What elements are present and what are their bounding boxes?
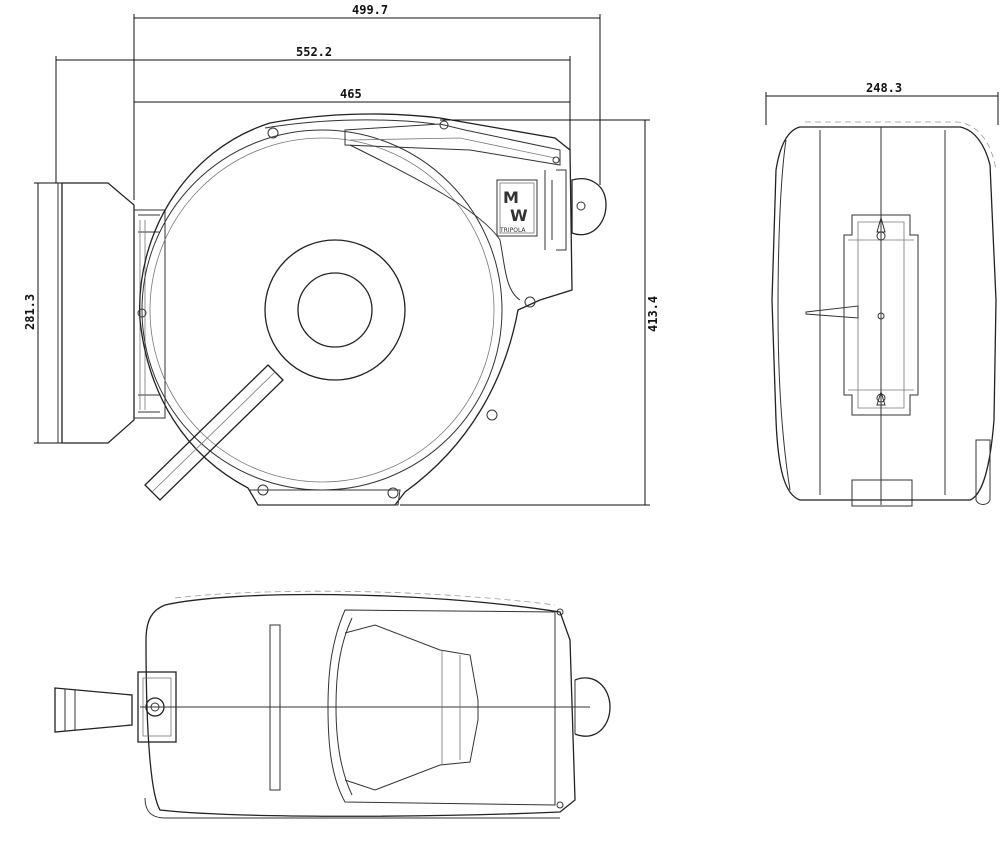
crank-handle: [144, 364, 284, 501]
dim-top-width: 499.7: [133, 3, 601, 200]
reel-hub: [264, 239, 406, 381]
logo-small-text: TRIPOLA: [499, 227, 526, 234]
dim-label-top-width: 499.7: [352, 3, 388, 17]
screw-icon: [387, 487, 399, 499]
wall-bracket: [57, 182, 166, 444]
top-hose-outlet: [574, 677, 611, 737]
top-view: [54, 590, 611, 819]
reel-housing: M W TRIPOLA: [137, 113, 607, 506]
dim-overall-width: 552.2: [55, 45, 571, 183]
dim-body-width: 465: [134, 87, 570, 103]
dim-label-overall-width: 552.2: [296, 45, 332, 59]
reel-hub-inner: [297, 272, 373, 348]
svg-text:M: M: [503, 188, 519, 207]
dim-label-body-width: 465: [340, 87, 362, 101]
screw-icon: [137, 308, 147, 318]
side-view: 248.3: [765, 81, 999, 507]
front-view: M W TRIPOLA 499.7 552.2 465 281.: [23, 3, 660, 506]
svg-text:W: W: [510, 206, 528, 225]
screw-icon: [524, 296, 536, 308]
dim-bracket-height: 281.3: [23, 182, 62, 444]
screw-icon: [486, 409, 498, 421]
screw-icon: [552, 156, 560, 164]
brand-logo: M W TRIPOLA: [496, 179, 538, 237]
dim-label-overall-height: 413.4: [646, 296, 660, 332]
dim-label-bracket-height: 281.3: [23, 294, 37, 330]
dim-label-side-width: 248.3: [866, 81, 902, 95]
screw-icon: [267, 127, 279, 139]
dim-side-width: 248.3: [765, 81, 999, 125]
hose-outlet: [571, 178, 607, 236]
dim-overall-height: 413.4: [400, 119, 660, 506]
screw-icon: [439, 120, 449, 130]
